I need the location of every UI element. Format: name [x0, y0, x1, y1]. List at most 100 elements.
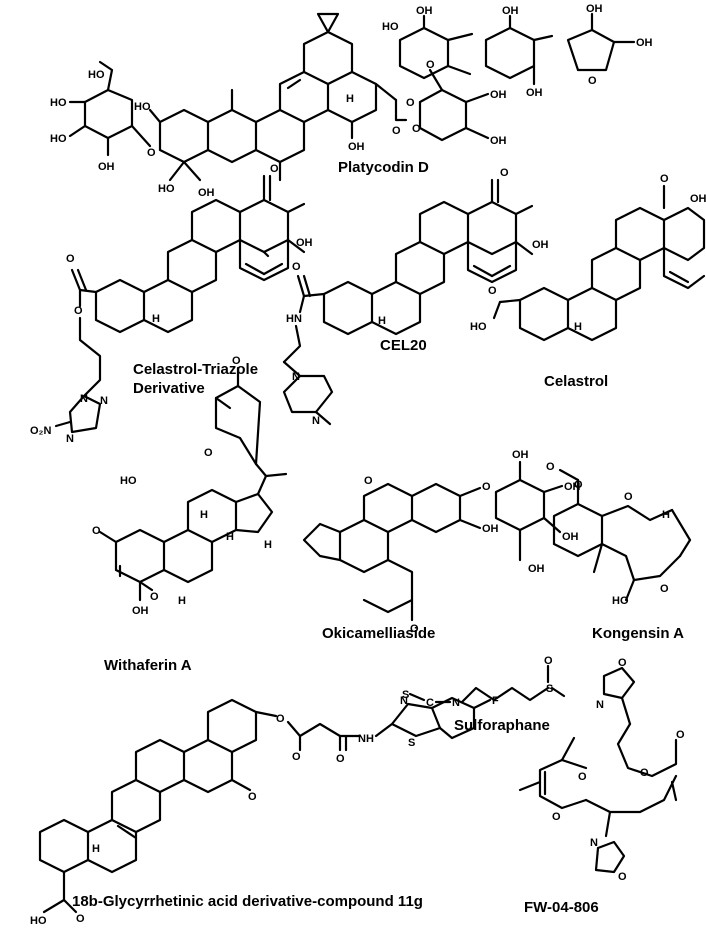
atom-n: N — [292, 371, 300, 383]
structure-glycyrrhetinic-derivative — [38, 696, 492, 914]
atom-o: O — [150, 591, 159, 603]
label-withaferin-a: Withaferin A — [104, 657, 192, 674]
atom-n: N — [80, 393, 88, 405]
label-celastrol: Celastrol — [544, 373, 608, 390]
label-okicamelliaside: Okicamelliaside — [322, 625, 435, 642]
atom-s: S — [546, 683, 553, 695]
atom-oh: OH — [348, 141, 365, 153]
atom-o: O — [488, 285, 497, 297]
atom-o: O — [660, 583, 669, 595]
label-cel20: CEL20 — [380, 337, 427, 354]
atom-o: O — [500, 167, 509, 179]
atom-o: O — [618, 657, 627, 669]
atom-o: O — [426, 59, 435, 71]
atom-oh: OH — [532, 239, 549, 251]
atom-oh: OH — [564, 481, 581, 493]
atom-n: N — [590, 837, 598, 849]
atom-h: H — [574, 321, 582, 333]
atom-h: H — [152, 313, 160, 325]
atom-oh: OH — [98, 161, 115, 173]
atom-o: O — [574, 479, 583, 491]
atom-h: H — [264, 539, 272, 551]
atom-hn: HN — [286, 313, 302, 325]
atom-n: N — [452, 697, 460, 709]
atom-o: O — [410, 623, 419, 635]
atom-oh: OH — [416, 5, 433, 17]
atom-s: S — [408, 737, 415, 749]
atom-o: O — [660, 173, 669, 185]
atom-h: H — [378, 315, 386, 327]
atom-o: O — [406, 97, 415, 109]
atom-o: O — [546, 461, 555, 473]
atom-o: O — [74, 305, 83, 317]
structure-fw-04-806 — [518, 666, 678, 874]
label-fw-04-806: FW-04-806 — [524, 899, 599, 916]
atom-o: O — [618, 871, 627, 883]
label-sulforaphane: Sulforaphane — [454, 717, 550, 734]
atom-h: H — [92, 843, 100, 855]
label-celastrol-triazole-line2: Derivative — [133, 380, 205, 397]
structure-okicamelliaside — [302, 460, 564, 622]
atom-ho: HO — [88, 69, 105, 81]
atom-n: N — [100, 395, 108, 407]
atom-ho: HO — [134, 101, 151, 113]
structure-celastrol — [492, 184, 706, 342]
atom-n: N — [66, 433, 74, 445]
structure-cel20 — [282, 178, 534, 426]
atom-o: O — [552, 811, 561, 823]
atom-oh: OH — [526, 87, 543, 99]
atom-oh: OH — [502, 5, 519, 17]
atom-o: O — [147, 147, 156, 159]
atom-o: O — [392, 125, 401, 137]
atom-ho: HO — [158, 183, 175, 195]
atom-no2: O₂N — [30, 425, 51, 437]
atom-ho: HO — [30, 915, 47, 927]
atom-oh: OH — [490, 89, 507, 101]
atom-oh: OH — [512, 449, 529, 461]
atom-oh: OH — [586, 3, 603, 15]
atom-oh: OH — [562, 531, 579, 543]
atom-o: O — [578, 771, 587, 783]
atom-oh: OH — [296, 237, 313, 249]
atom-o: O — [624, 491, 633, 503]
atom-o: O — [248, 791, 257, 803]
atom-o: O — [336, 753, 345, 765]
label-platycodin-d: Platycodin D — [338, 159, 429, 176]
atom-o: O — [292, 751, 301, 763]
atom-c: C — [426, 697, 434, 709]
atom-o: O — [292, 261, 301, 273]
structure-celastrol-triazole — [54, 174, 306, 434]
atom-oh: OH — [690, 193, 706, 205]
atom-h: H — [200, 509, 208, 521]
atom-o: O — [276, 713, 285, 725]
atom-o: O — [544, 655, 553, 667]
atom-o: O — [676, 729, 685, 741]
atom-f: F — [492, 695, 499, 707]
atom-ho: HO — [50, 97, 67, 109]
label-celastrol-triazole-line1: Celastrol-Triazole — [133, 361, 258, 378]
atom-n: N — [400, 695, 408, 707]
atom-oh: OH — [528, 563, 545, 575]
atom-o: O — [232, 355, 241, 367]
atom-o: O — [66, 253, 75, 265]
atom-o: O — [640, 767, 649, 779]
atom-o: O — [588, 75, 597, 87]
structure-kongensin-a — [552, 468, 692, 602]
atom-ho: HO — [50, 133, 67, 145]
atom-n: N — [312, 415, 320, 427]
structure-platycodin-d — [68, 12, 636, 182]
atom-o: O — [76, 913, 85, 925]
atom-n: N — [596, 699, 604, 711]
atom-h: H — [226, 531, 234, 543]
label-kongensin-a: Kongensin A — [592, 625, 684, 642]
atom-oh: OH — [132, 605, 149, 617]
atom-ho: HO — [382, 21, 399, 33]
label-glycyrrhetinic-derivative: 18b-Glycyrrhetinic acid derivative-compo… — [72, 893, 423, 910]
atom-o: O — [482, 481, 491, 493]
atom-ho: HO — [120, 475, 137, 487]
atom-oh: OH — [636, 37, 653, 49]
atom-oh: OH — [198, 187, 215, 199]
atom-o: O — [412, 123, 421, 135]
structure-withaferin-a — [98, 366, 288, 602]
